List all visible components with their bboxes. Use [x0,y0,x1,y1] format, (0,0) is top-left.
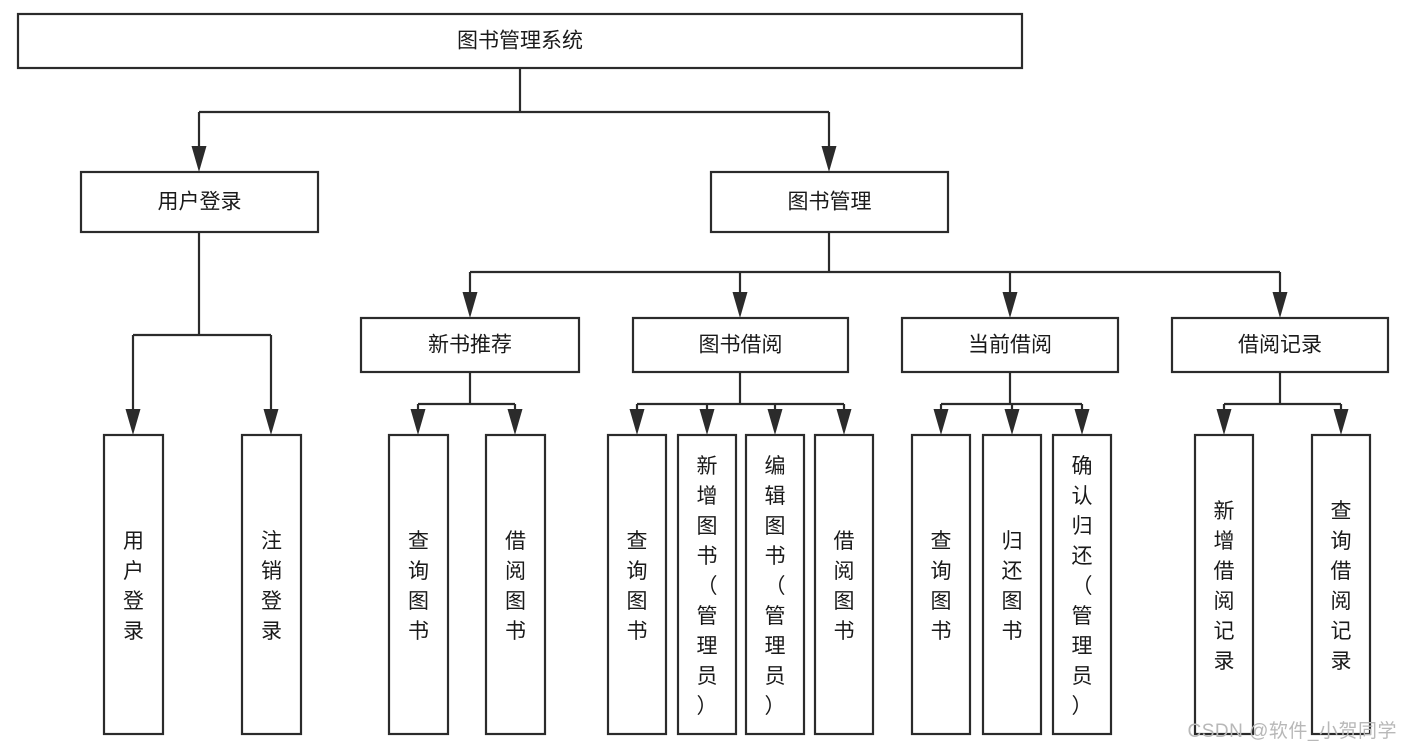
watermark-label: CSDN @软件_小贺同学 [1187,721,1397,742]
node-leaf-query-book-current[interactable]: 查询图书 [910,433,972,736]
node-box-leaf-confirm-return[interactable] [1051,433,1113,736]
node-label-leaf-user-login: 用户登录 [123,530,144,643]
connector-current-borrow [933,372,1090,435]
node-new-book-recommend[interactable]: 新书推荐 [359,316,581,374]
node-label-leaf-confirm-return: 确认归还（管理员） [1072,455,1093,718]
node-label-leaf-borrow-book-recommend: 借阅图书 [505,530,526,643]
node-borrow-records[interactable]: 借阅记录 [1170,316,1390,374]
node-label-leaf-add-borrow-record: 新增借阅记录 [1214,500,1235,673]
node-label-leaf-add-book: 新增图书（管理员） [697,455,718,718]
connector-borrow-records [1216,372,1349,435]
node-label-book-borrow: 图书借阅 [699,334,783,357]
node-box-leaf-borrow-book-recommend[interactable] [484,433,547,736]
node-label-leaf-logout: 注销登录 [261,530,282,643]
node-label-leaf-query-book-borrow: 查询图书 [627,530,648,643]
node-leaf-borrow-book[interactable]: 借阅图书 [813,433,875,736]
arrow-head-icon [629,409,645,435]
arrow-head-icon [699,409,715,435]
node-box-leaf-add-borrow-record[interactable] [1193,433,1255,736]
node-box-leaf-query-borrow-record[interactable] [1310,433,1372,736]
arrow-head-icon [1333,409,1349,435]
node-leaf-add-borrow-record[interactable]: 新增借阅记录 [1193,433,1255,736]
node-label-book-manage: 图书管理 [788,191,872,214]
arrow-head-icon [1074,409,1090,435]
arrow-head-icon [1216,409,1232,435]
node-leaf-confirm-return[interactable]: 确认归还（管理员） [1051,433,1113,736]
arrow-head-icon [732,292,748,318]
node-root[interactable]: 图书管理系统 [16,12,1024,70]
node-label-borrow-records: 借阅记录 [1238,334,1322,357]
node-label-leaf-borrow-book: 借阅图书 [834,530,855,643]
connector-new-book-recommend [410,372,523,435]
arrow-head-icon [1002,292,1018,318]
node-box-book-manage[interactable] [709,170,950,234]
arrow-head-icon [1004,409,1020,435]
connector-root [191,68,837,172]
connector-user-login [125,232,279,435]
arrow-head-icon [125,409,141,435]
node-label-leaf-return-book: 归还图书 [1002,530,1023,643]
connector-book-manage [462,232,1288,318]
node-leaf-query-borrow-record[interactable]: 查询借阅记录 [1310,433,1372,736]
node-box-current-borrow[interactable] [900,316,1120,374]
node-box-leaf-return-book[interactable] [981,433,1043,736]
node-box-leaf-query-book-borrow[interactable] [606,433,668,736]
node-box-borrow-records[interactable] [1170,316,1390,374]
node-box-leaf-logout[interactable] [240,433,303,736]
node-current-borrow[interactable]: 当前借阅 [900,316,1120,374]
node-leaf-borrow-book-recommend[interactable]: 借阅图书 [484,433,547,736]
node-label-root: 图书管理系统 [457,30,583,53]
node-box-leaf-edit-book[interactable] [744,433,806,736]
arrow-head-icon [933,409,949,435]
node-label-leaf-query-book-current: 查询图书 [931,530,952,643]
node-leaf-query-book-recommend[interactable]: 查询图书 [387,433,450,736]
node-box-book-borrow[interactable] [631,316,850,374]
node-leaf-return-book[interactable]: 归还图书 [981,433,1043,736]
arrow-head-icon [836,409,852,435]
connector-book-borrow [629,372,852,435]
node-label-leaf-edit-book: 编辑图书（管理员） [765,455,786,718]
node-label-current-borrow: 当前借阅 [968,334,1052,357]
node-box-leaf-query-book-current[interactable] [910,433,972,736]
arrow-head-icon [767,409,783,435]
node-label-leaf-query-book-recommend: 查询图书 [408,530,429,643]
node-leaf-logout[interactable]: 注销登录 [240,433,303,736]
node-book-manage[interactable]: 图书管理 [709,170,950,234]
arrow-head-icon [410,409,426,435]
node-label-user-login: 用户登录 [158,191,242,214]
node-label-leaf-query-borrow-record: 查询借阅记录 [1331,500,1352,673]
arrow-head-icon [191,146,207,172]
node-book-borrow[interactable]: 图书借阅 [631,316,850,374]
node-user-login[interactable]: 用户登录 [79,170,320,234]
arrow-head-icon [507,409,523,435]
node-box-new-book-recommend[interactable] [359,316,581,374]
arrow-head-icon [462,292,478,318]
node-leaf-edit-book[interactable]: 编辑图书（管理员） [744,433,806,736]
node-leaf-add-book[interactable]: 新增图书（管理员） [676,433,738,736]
arrow-head-icon [821,146,837,172]
node-leaf-query-book-borrow[interactable]: 查询图书 [606,433,668,736]
node-box-leaf-user-login[interactable] [102,433,165,736]
connector-layer [125,68,1349,435]
node-layer: 图书管理系统用户登录图书管理新书推荐图书借阅当前借阅借阅记录用户登录注销登录查询… [16,12,1390,736]
node-box-leaf-add-book[interactable] [676,433,738,736]
arrow-head-icon [263,409,279,435]
node-box-user-login[interactable] [79,170,320,234]
node-box-leaf-query-book-recommend[interactable] [387,433,450,736]
node-leaf-user-login[interactable]: 用户登录 [102,433,165,736]
arrow-head-icon [1272,292,1288,318]
node-box-leaf-borrow-book[interactable] [813,433,875,736]
node-box-root[interactable] [16,12,1024,70]
node-label-new-book-recommend: 新书推荐 [428,334,512,357]
